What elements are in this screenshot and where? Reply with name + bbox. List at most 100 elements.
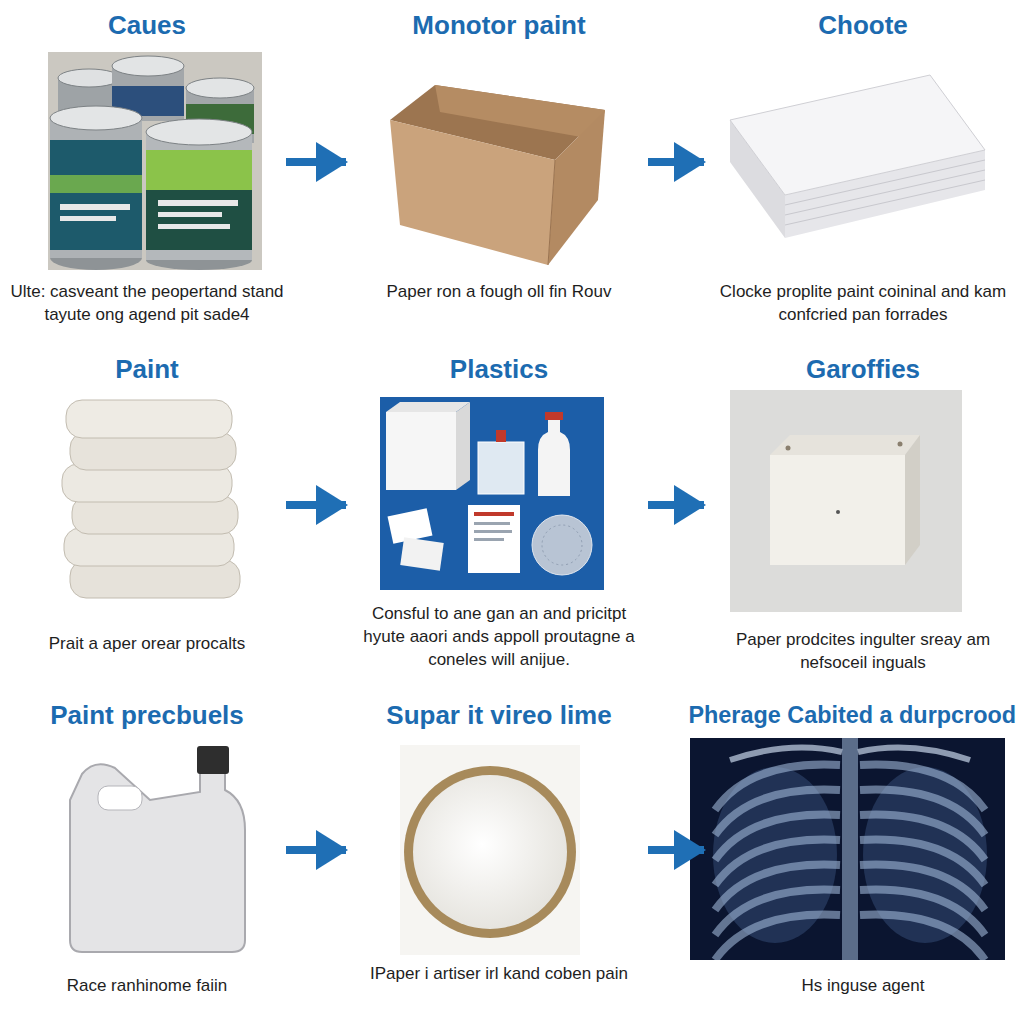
plastics-collage [542, 525, 582, 565]
white-box-photo [770, 435, 920, 455]
paint-cans-photo [48, 52, 262, 270]
panel-caption: Clocke proplite paint coininal and kam c… [708, 280, 1018, 326]
chest-xray [842, 738, 858, 960]
white-box-photo [905, 435, 920, 565]
chest-xray [730, 748, 842, 761]
plastics-collage [386, 402, 470, 412]
paint-cans-photo [60, 216, 116, 221]
plastics-collage [474, 538, 504, 541]
panel-heading: Choote [818, 8, 908, 42]
plastics-collage [474, 512, 514, 516]
panel-heading: Paint [115, 352, 179, 386]
cardboard-box [390, 120, 555, 265]
fabric-bag-stack [66, 400, 232, 438]
cardboard-box [548, 110, 605, 265]
panel-heading: Monotor paint [412, 8, 585, 42]
panel-box: GaroffiesPaper prodcites ingulter sreay … [708, 352, 1018, 676]
powder-bowl [400, 745, 580, 955]
chest-xray [715, 915, 840, 960]
flow-arrow [648, 501, 704, 509]
chest-xray [860, 915, 985, 960]
white-box-photo [898, 442, 903, 447]
panel-box: PlasticsConsful to ane gan an and pricit… [350, 352, 648, 673]
paint-cans-photo [146, 150, 252, 250]
connector-group [286, 162, 704, 850]
flow-arrow [286, 158, 346, 166]
powder-bowl [400, 745, 580, 955]
cardboard-box [548, 160, 555, 265]
paint-cans-photo [50, 106, 142, 130]
plastics-collage [545, 412, 563, 420]
plastic-jug [70, 764, 245, 952]
panel-caption: Prait a aper orear procalts [8, 632, 286, 655]
white-box-photo [836, 510, 840, 514]
plastics-collage [380, 397, 604, 590]
powder-bowl [404, 766, 576, 938]
flow-arrow [286, 501, 346, 509]
chest-xray [858, 748, 970, 761]
panel-caption: IPaper i artiser irl kand coben pain [350, 962, 648, 985]
panel-caption: Hs inguse agent [708, 974, 1018, 997]
fabric-bag-stack [62, 400, 240, 598]
plastics-collage [538, 418, 570, 496]
paint-cans-photo [58, 69, 120, 87]
panel-heading: Plastics [450, 352, 548, 386]
plastic-jug [98, 786, 142, 810]
flow-arrow [648, 846, 704, 854]
plastics-collage [478, 442, 524, 494]
paint-cans-photo [146, 150, 252, 190]
white-box-photo [730, 390, 962, 612]
panel-box: Monotor paintPaper ron a fough oll fin R… [350, 8, 648, 305]
panel-box: Supar it vireo limeIPaper i artiser irl … [350, 698, 648, 987]
panel-box: CauesUlte: casveant the peopertand stand… [8, 8, 286, 328]
panel-caption: Paper prodcites ingulter sreay am nefsoc… [708, 628, 1018, 674]
paint-cans-photo [158, 212, 222, 217]
plastics-collage [386, 412, 456, 490]
paint-cans-photo [146, 132, 252, 260]
panel-caption: Ulte: casveant the peopertand stand tayu… [8, 280, 286, 326]
chest-xray [690, 738, 1005, 960]
plastics-collage [496, 430, 506, 442]
plastics-collage [456, 402, 470, 490]
cardboard-box [390, 85, 605, 265]
paint-cans-photo [48, 52, 262, 270]
paint-cans-photo [146, 119, 252, 145]
powder-bowl [413, 775, 567, 929]
paint-cans-photo [158, 224, 230, 229]
panel-heading: Paint precbuels [50, 698, 244, 732]
chest-xray [690, 738, 1005, 960]
paper-stack [730, 75, 985, 238]
panel-heading: Supar it vireo lime [386, 698, 611, 732]
panel-caption: Race ranhinome faiin [8, 974, 286, 997]
panel-heading: Garoffies [806, 352, 920, 386]
plastics-collage [474, 522, 510, 525]
paint-cans-photo [50, 118, 142, 258]
paint-cans-photo [158, 200, 238, 206]
panel-box: PaintPrait a aper orear procalts [8, 352, 286, 657]
panel-caption: Paper ron a fough oll fin Rouv [350, 280, 648, 303]
plastics-collage [532, 515, 592, 575]
paint-cans-photo [112, 56, 184, 76]
white-box-photo [770, 455, 905, 565]
white-box-photo [730, 390, 962, 612]
plastics-collage [468, 505, 520, 573]
white-box-photo [786, 446, 791, 451]
plastic-jug [197, 746, 229, 774]
plastics-collage [400, 537, 444, 570]
plastics-collage [380, 397, 604, 590]
plastic-jug [70, 746, 245, 952]
panel-heading: Caues [108, 8, 186, 42]
panel-caption: Consful to ane gan an and pricitpt hyute… [350, 602, 648, 671]
panel-box: ChooteClocke proplite paint coininal and… [708, 8, 1018, 328]
panel-box: Paint precbuelsRace ranhinome faiin [8, 698, 286, 999]
paint-cans-photo [50, 175, 142, 193]
paper-stack [730, 75, 985, 195]
paint-cans-photo [50, 140, 142, 250]
paint-cans-photo [186, 78, 254, 98]
plastics-collage [474, 530, 512, 533]
cardboard-box [435, 85, 605, 140]
